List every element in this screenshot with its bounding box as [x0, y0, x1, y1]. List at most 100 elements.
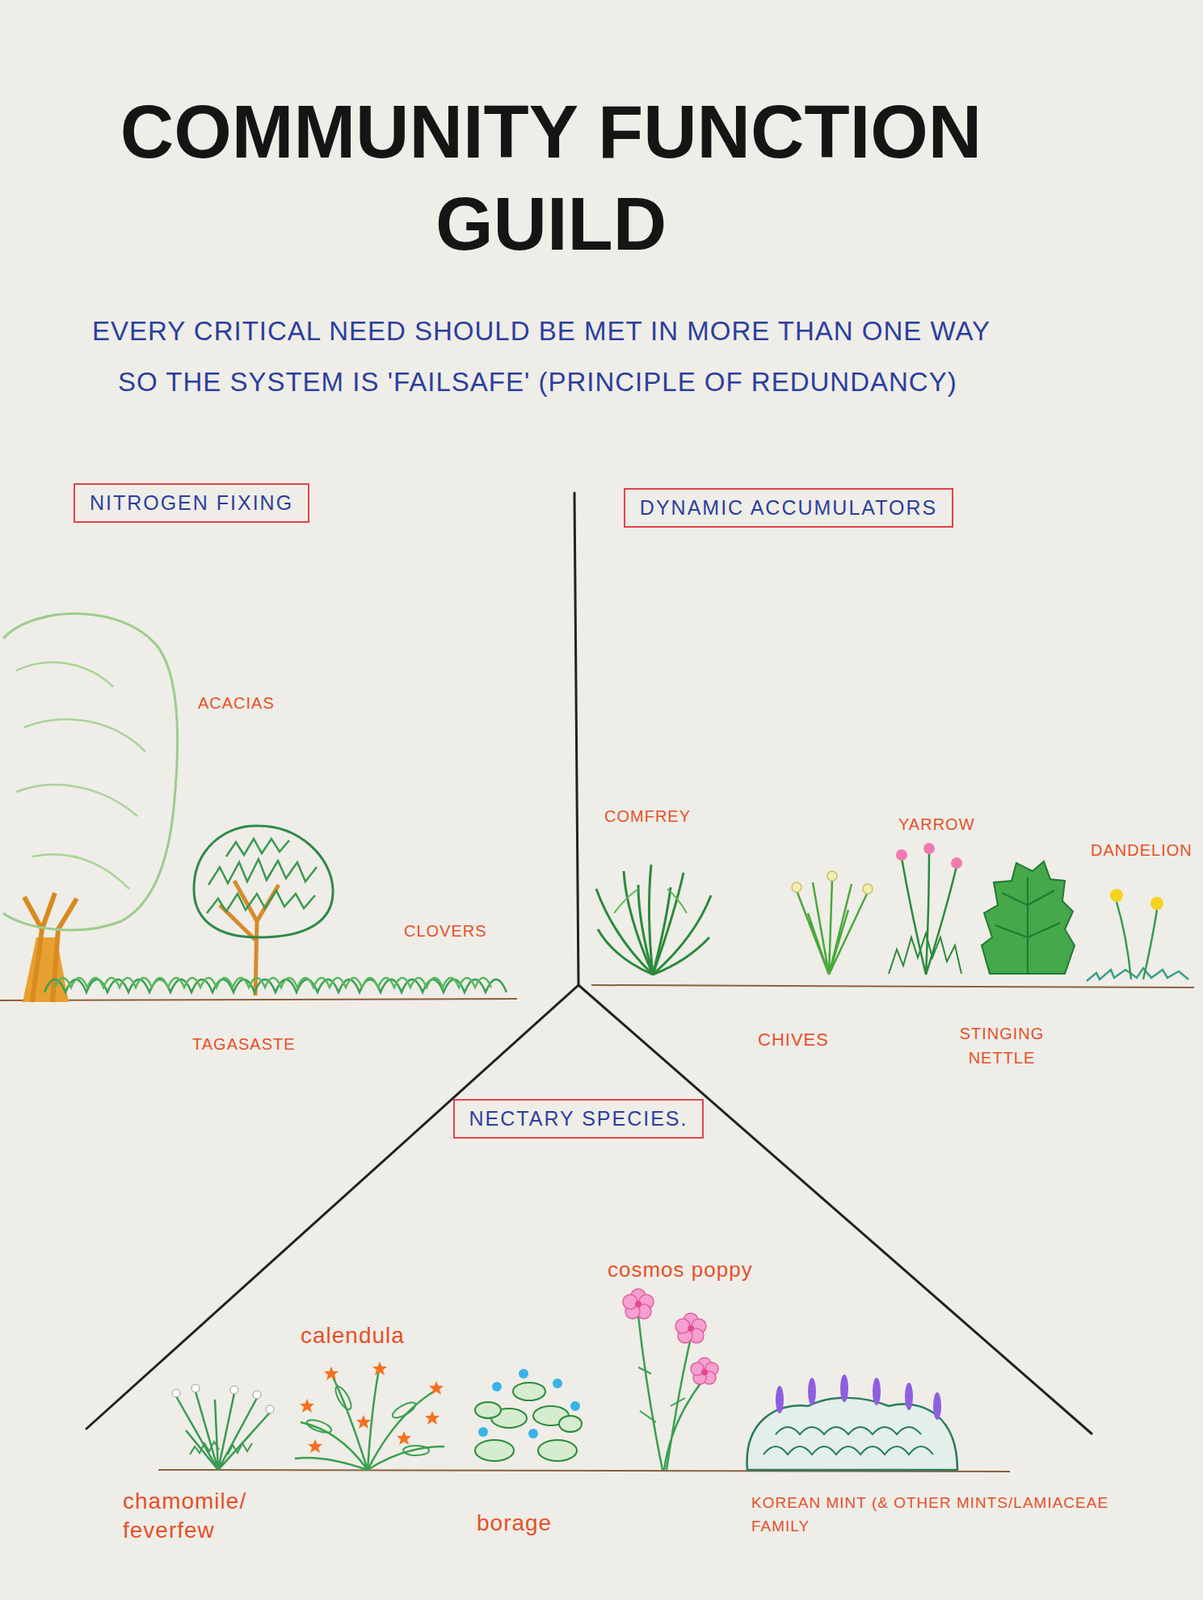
dandelion-plant-part — [1150, 896, 1164, 910]
category-name: NECTARY SPECIES. — [469, 1106, 689, 1131]
chives-plant-part — [796, 879, 868, 975]
tagasaste-tree — [193, 825, 333, 996]
borage-plant-part — [513, 1382, 546, 1401]
clover-groundcover — [44, 977, 507, 993]
acacia-tree — [3, 613, 178, 1002]
korean-mint-plant-part — [775, 1385, 784, 1414]
calendula-plant-part — [356, 1414, 371, 1429]
comfrey-plant-part — [652, 887, 671, 975]
tagasaste-tree-part — [193, 825, 333, 938]
chamomile-plant-part — [191, 1383, 200, 1393]
stinging-nettle-plant-part — [995, 876, 1060, 974]
clover-groundcover-part — [54, 977, 492, 988]
cosmos-poppy-plant-part — [701, 1368, 708, 1376]
borage-plant-part — [492, 1381, 502, 1392]
korean-mint-plant-part — [840, 1374, 849, 1402]
borage-plant-part — [528, 1428, 539, 1439]
dandelion-plant-part — [1110, 888, 1124, 902]
calendula-plant-part — [372, 1361, 387, 1376]
calendula-plant-part — [424, 1410, 440, 1425]
cosmos-poppy-plant-part — [675, 1318, 690, 1334]
yarrow-plant-part — [950, 857, 963, 869]
borage-plant — [475, 1368, 582, 1461]
dandelion-plant — [1086, 888, 1189, 981]
korean-mint-plant-part — [807, 1377, 817, 1405]
category-name: NITROGEN FIXING — [89, 491, 294, 515]
stinging-nettle-plant-part — [981, 861, 1075, 974]
calendula-plant-part — [294, 1365, 445, 1470]
cosmos-poppy-plant-part — [622, 1288, 719, 1384]
cosmos-poppy-plant-part — [638, 1367, 686, 1422]
poster-title: COMMUNITY FUNCTION GUILD — [46, 85, 1056, 270]
plant-name: chamomile/ feverfew — [122, 1486, 244, 1546]
cosmos-poppy-plant-part — [635, 1300, 642, 1308]
korean-mint-plant-part — [763, 1426, 934, 1455]
plant-name: calendula — [300, 1321, 405, 1350]
tagasaste-tree-part — [208, 858, 317, 885]
calendula-plant-part — [307, 1438, 323, 1453]
plant-name: STINGING NETTLE — [953, 1021, 1051, 1070]
comfrey-plant-part — [638, 884, 653, 975]
chives-plant-part — [862, 883, 873, 894]
tagasaste-tree-part — [226, 838, 290, 857]
plant-name: DANDELION — [1090, 840, 1193, 860]
borage-plant-part — [552, 1378, 563, 1389]
divider-lines — [86, 492, 1092, 1434]
clover-groundcover-part — [44, 979, 507, 993]
borage-plant-part — [475, 1439, 514, 1461]
principle-note: EVERY CRITICAL NEED SHOULD BE MET IN MOR… — [92, 306, 1023, 408]
dandelion-plant-part — [1086, 967, 1189, 981]
tagasaste-tree-part — [206, 890, 316, 913]
borage-plant-part — [570, 1400, 581, 1411]
yarrow-plant-part — [895, 849, 908, 861]
calendula-plant — [294, 1361, 445, 1470]
calendula-plant-part — [429, 1380, 444, 1395]
plant-name: COMFREY — [604, 806, 691, 826]
borage-plant-part — [559, 1415, 582, 1432]
cosmos-poppy-plant-part — [687, 1324, 695, 1332]
borage-plant-part — [478, 1426, 488, 1437]
comfrey-plant-part — [614, 888, 687, 913]
chamomile-plant-part — [265, 1404, 274, 1414]
divider-lines-part — [86, 492, 579, 1429]
chamomile-plant — [172, 1383, 274, 1470]
chamomile-plant-part — [172, 1388, 181, 1397]
plant-name: YARROW — [898, 814, 976, 834]
acacia-tree-part — [3, 613, 178, 930]
ground-lines-part — [591, 984, 1195, 988]
cosmos-poppy-plant — [622, 1288, 719, 1470]
plant-name: KOREAN MINT (& OTHER MINTS/LAMIACEAE FAM… — [751, 1491, 1172, 1538]
yarrow-plant-part — [923, 842, 935, 854]
chives-plant-part — [827, 870, 838, 881]
ground-lines — [0, 984, 1195, 1472]
chamomile-plant-part — [176, 1391, 270, 1470]
chamomile-plant-part — [230, 1385, 239, 1394]
calendula-plant-part — [390, 1399, 418, 1421]
chives-plant-part — [791, 882, 802, 892]
korean-mint-plant-part — [872, 1377, 881, 1405]
acacia-tree-part — [22, 937, 69, 1002]
dandelion-plant-part — [1116, 901, 1157, 980]
calendula-plant-part — [305, 1417, 333, 1435]
cosmos-poppy-plant-part — [638, 1315, 703, 1470]
chamomile-plant-part — [252, 1390, 261, 1399]
ground-lines-part — [0, 998, 518, 1001]
plant-name: borage — [476, 1509, 552, 1537]
korean-mint-plant-part — [904, 1382, 913, 1410]
chives-plant — [791, 870, 873, 975]
comfrey-plant — [596, 864, 711, 975]
calendula-plant-part — [323, 1366, 339, 1380]
korean-mint-plant-part — [933, 1392, 942, 1420]
borage-plant-part — [518, 1368, 529, 1379]
plant-name: cosmos poppy — [607, 1257, 753, 1283]
borage-plant-part — [475, 1401, 501, 1418]
category-box: DYNAMIC ACCUMULATORS — [623, 487, 954, 528]
borage-plant-part — [538, 1439, 577, 1461]
stinging-nettle-plant — [981, 861, 1075, 974]
yarrow-plant — [888, 842, 963, 975]
plant-name: CLOVERS — [403, 921, 488, 941]
calendula-plant-part — [396, 1430, 412, 1445]
category-box: NECTARY SPECIES. — [453, 1098, 705, 1139]
yarrow-plant-part — [888, 933, 962, 974]
